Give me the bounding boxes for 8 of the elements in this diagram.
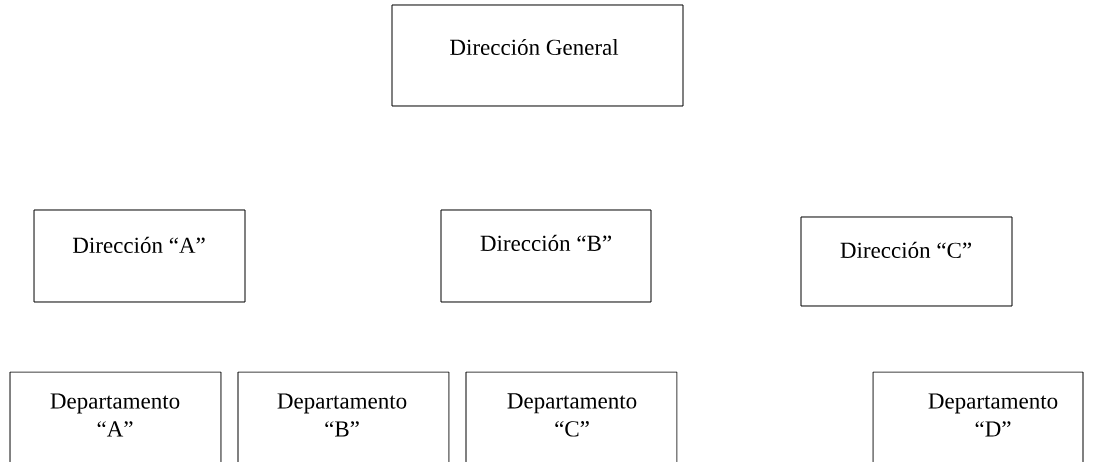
org-box: Departamento “D” (872, 371, 1084, 462)
org-box: Departamento “B” (237, 371, 450, 462)
org-box: Dirección “B” (440, 209, 652, 303)
org-box: Departamento “C” (465, 371, 678, 462)
org-box: Dirección “A” (33, 209, 246, 303)
org-box: Dirección “C” (800, 216, 1013, 307)
org-box: Dirección General (391, 4, 684, 107)
org-box: Departamento “A” (9, 371, 222, 462)
